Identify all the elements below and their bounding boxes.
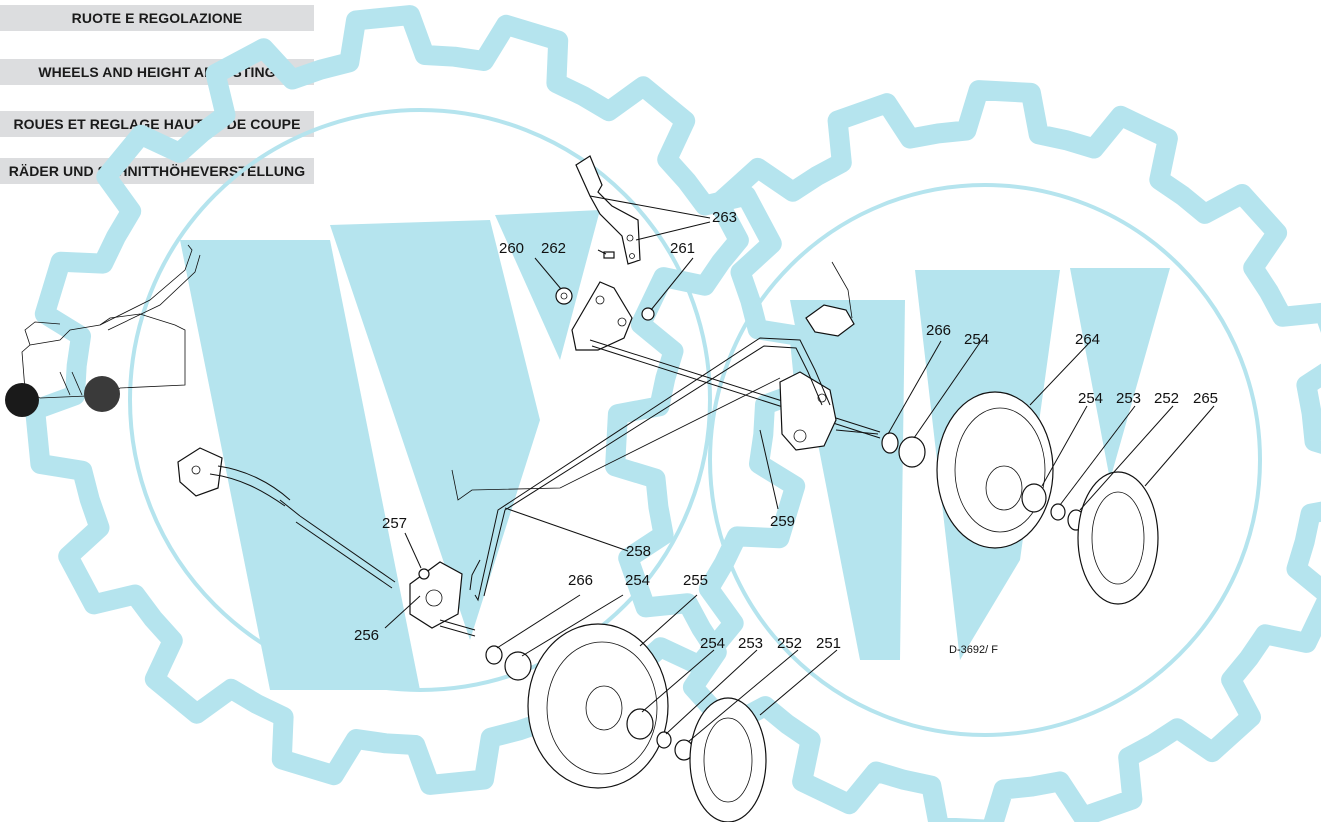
callout-266-right: 266 [926, 322, 951, 339]
watermark-stroke [1070, 268, 1170, 480]
front-wheel-255 [527, 623, 669, 789]
rear-wheel-264 [936, 391, 1054, 549]
callout-254-left-inner: 254 [625, 572, 650, 589]
callout-254-left-outer: 254 [700, 635, 725, 652]
rear-axle-assembly [571, 261, 881, 451]
screw-262 [603, 251, 615, 259]
hubcap-265 [1077, 471, 1159, 605]
callout-257: 257 [382, 515, 407, 532]
clip-257 [418, 568, 430, 580]
nut-261 [641, 307, 655, 321]
callout-252-left: 252 [777, 635, 802, 652]
callout-253-right: 253 [1116, 390, 1141, 407]
watermark-stroke [180, 240, 420, 690]
watermark-ring [708, 183, 1262, 737]
callout-259: 259 [770, 513, 795, 530]
drawing-reference: D-3692/ F [949, 644, 998, 656]
callout-252-right: 252 [1154, 390, 1179, 407]
callout-265: 265 [1193, 390, 1218, 407]
mower-thumbnail [5, 244, 201, 417]
cable [451, 377, 781, 501]
callout-255: 255 [683, 572, 708, 589]
callout-262: 262 [541, 240, 566, 257]
callout-261: 261 [670, 240, 695, 257]
leader-lines [384, 195, 1215, 743]
bushing-254-right-inner [898, 436, 926, 468]
height-lever-bracket [575, 155, 641, 265]
fasteners [418, 251, 655, 580]
watermark [25, 5, 1321, 822]
watermark-stroke [495, 210, 600, 360]
hubcap-251 [689, 697, 767, 822]
callout-251: 251 [816, 635, 841, 652]
callout-260: 260 [499, 240, 524, 257]
callout-labels: 263 260 262 261 266 254 264 254 253 252 … [354, 209, 1218, 656]
bushing-254-left-outer [626, 708, 654, 740]
thumbnail-front-wheel [5, 383, 39, 417]
washer-266-left [485, 645, 503, 665]
watermark-stroke [330, 220, 540, 640]
title-german: RÄDER UND SCHNITTHÖHEVERSTELLUNG [0, 158, 314, 184]
rear-wheel-group [881, 391, 1159, 605]
nut-260 [555, 287, 573, 305]
washer-253-right [1050, 503, 1066, 521]
washer-253-left [656, 731, 672, 749]
callout-256: 256 [354, 627, 379, 644]
thumbnail-rear-wheel [84, 376, 120, 412]
title-italian: RUOTE E REGOLAZIONE [0, 5, 314, 31]
callout-264: 264 [1075, 331, 1100, 348]
front-wheel-group [485, 623, 767, 822]
callout-258: 258 [626, 543, 651, 560]
callout-266-left: 266 [568, 572, 593, 589]
callout-254-right-outer: 254 [1078, 390, 1103, 407]
watermark-gear [605, 80, 1321, 822]
callout-253-left: 253 [738, 635, 763, 652]
callout-254-right-inner: 254 [964, 331, 989, 348]
bushing-254-right-outer [1021, 483, 1047, 513]
bushing-254-left-inner [504, 651, 532, 681]
height-adjust-handle [469, 337, 831, 602]
callout-263: 263 [712, 209, 737, 226]
washer-266-right [881, 432, 899, 454]
